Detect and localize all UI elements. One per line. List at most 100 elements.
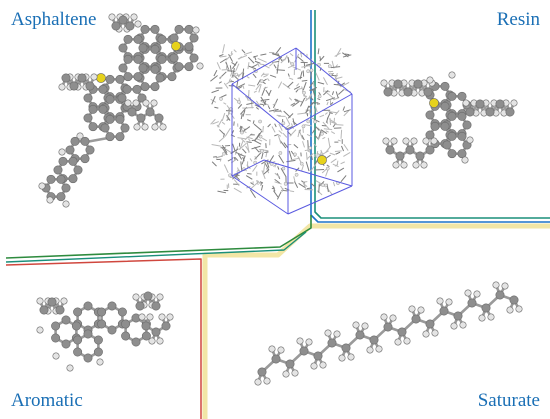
bond [253, 139, 262, 145]
carbon-atom [151, 301, 161, 311]
carbon-atom [395, 151, 405, 161]
hydrogen-atom [156, 293, 164, 301]
hydrogen-atom [375, 345, 383, 353]
hydrogen-atom [306, 69, 310, 74]
bond [334, 124, 344, 126]
bond [239, 125, 242, 129]
bond [230, 50, 233, 55]
box-edge [231, 83, 289, 131]
bond [257, 62, 260, 67]
bond [290, 157, 300, 161]
bond [250, 181, 259, 189]
bond [309, 108, 312, 113]
bond [315, 126, 320, 131]
aromatic-label: Aromatic [11, 390, 83, 411]
carbon-atom [299, 346, 309, 356]
divider-line [5, 258, 202, 419]
hydrogen-atom [478, 314, 486, 322]
bond [246, 142, 250, 153]
bond [252, 164, 258, 172]
carbon-atom [68, 156, 78, 166]
carbon-atom [58, 156, 68, 166]
bond [244, 51, 253, 55]
bond [233, 179, 240, 186]
bond [237, 104, 243, 109]
bond [280, 168, 287, 177]
carbon-atom [73, 347, 83, 357]
hydrogen-atom [301, 124, 306, 129]
hydrogen-atom [403, 337, 411, 345]
hydrogen-atom [450, 322, 458, 330]
bond [287, 64, 295, 69]
bond [330, 131, 336, 135]
box-edge [231, 159, 265, 177]
carbon-atom [174, 24, 184, 34]
bond [246, 141, 252, 144]
carbon-atom [115, 132, 125, 142]
bond [329, 121, 337, 125]
hydrogen-atom [501, 282, 509, 290]
bond [228, 108, 231, 115]
bond [218, 81, 222, 84]
bond [226, 116, 229, 120]
bond [241, 138, 246, 143]
carbon-atom [151, 327, 161, 337]
carbon-atom [189, 33, 199, 43]
bond [222, 44, 225, 54]
carbon-atom [133, 72, 143, 82]
bond [273, 64, 277, 69]
bond [264, 151, 269, 153]
bond [213, 156, 217, 158]
bond [242, 156, 245, 162]
hydrogen-atom [228, 173, 232, 178]
hydrogen-atom [108, 13, 116, 21]
bond [332, 181, 336, 187]
hydrogen-atom [380, 79, 388, 87]
carbon-atom [121, 331, 131, 341]
carbon-atom [509, 295, 519, 305]
carbon-atom [140, 24, 150, 34]
hydrogen-atom [380, 313, 388, 321]
bond [333, 83, 341, 86]
hydrogen-atom [320, 131, 324, 136]
bond [297, 112, 307, 115]
bond [228, 78, 231, 82]
carbon-atom [415, 151, 425, 161]
bond [309, 163, 317, 172]
bond [311, 127, 317, 134]
bond [326, 112, 331, 120]
bond [256, 130, 263, 139]
bond [308, 93, 313, 100]
bond [325, 130, 329, 133]
bond [237, 153, 243, 160]
bond [260, 184, 264, 191]
saturate-label: Saturate [477, 390, 540, 411]
hydrogen-atom [156, 337, 164, 345]
bond [334, 52, 341, 57]
sulfur-atom [429, 98, 439, 108]
carbon-atom [184, 24, 194, 34]
bond [339, 82, 346, 87]
bond [305, 152, 308, 161]
bond [240, 113, 243, 120]
bond [263, 86, 268, 90]
bond [318, 183, 320, 193]
carbon-atom [462, 120, 472, 130]
hydrogen-atom [347, 353, 355, 361]
carbon-atom [118, 63, 128, 73]
bond [266, 161, 270, 168]
hydrogen-atom [76, 132, 84, 140]
hydrogen-atom [464, 289, 472, 297]
bond [317, 190, 323, 196]
bond [224, 127, 231, 137]
carbon-atom [98, 84, 108, 94]
carbon-atom [115, 74, 125, 84]
hydrogen-atom [260, 149, 264, 153]
carbon-atom [440, 101, 450, 111]
hydrogen-atom [462, 99, 470, 107]
bond [271, 187, 276, 190]
hydrogen-atom [58, 83, 66, 91]
bond [284, 187, 290, 191]
bond [334, 110, 340, 116]
carbon-atom [457, 131, 467, 141]
